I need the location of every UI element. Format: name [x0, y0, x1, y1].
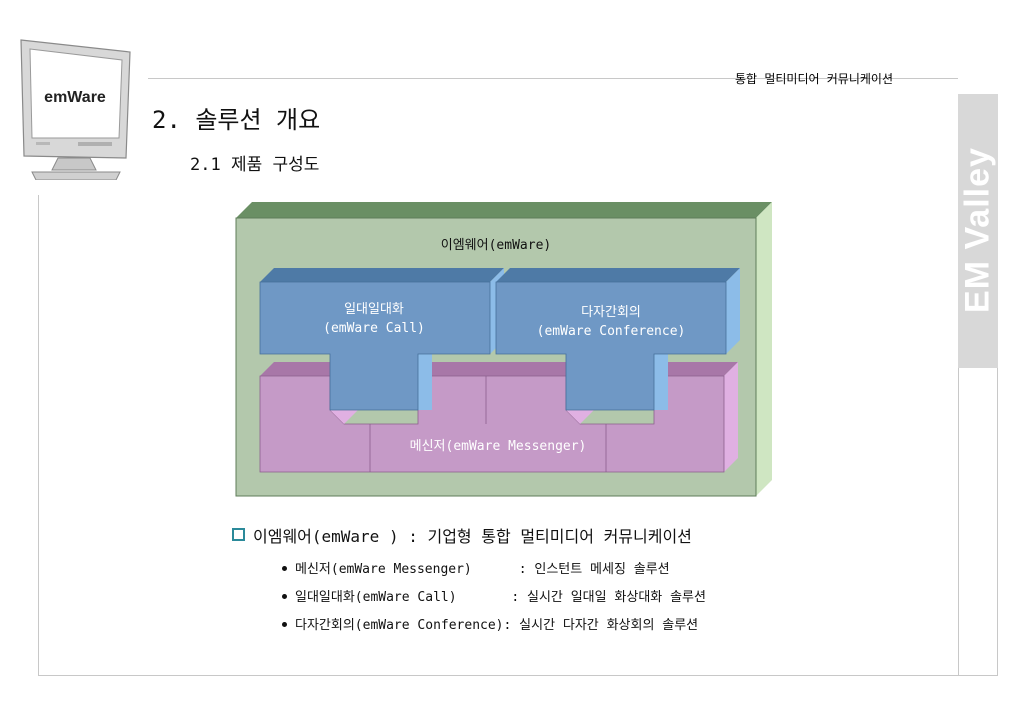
monitor-icon: emWare [20, 39, 131, 181]
bullet-dot-icon [282, 594, 287, 599]
conference-block [495, 268, 740, 411]
conference-label-line1: 다자간회의 [581, 305, 641, 320]
feature-item-call: 일대일대화(emWare Call) : 실시간 일대일 화상대화 솔루션 [282, 586, 706, 605]
monitor-logo: emWare [18, 38, 136, 184]
outer-box-top [236, 202, 772, 218]
frame-bottom-border [38, 675, 998, 676]
feature-item-messenger: 메신저(emWare Messenger) : 인스턴트 메세징 솔루션 [282, 558, 670, 577]
call-label-line1: 일대일대화 [344, 302, 404, 317]
feature-name: 메신저(emWare Messenger) [295, 562, 504, 577]
square-bullet-icon [232, 528, 245, 541]
summary-line: 이엠웨어(emWare ) : 기업형 통합 멀티미디어 커뮤니케이션 [232, 523, 692, 547]
subsection-title: 2.1 제품 구성도 [190, 155, 320, 175]
bullet-dot-icon [282, 622, 287, 627]
header-title: 통합 멀티미디어 커뮤니케이션 [735, 72, 893, 86]
messenger-label: 메신저(emWare Messenger) [410, 439, 587, 454]
feature-desc: : 실시간 다자간 화상회의 솔루션 [503, 618, 699, 633]
brand-sidebar [958, 94, 998, 368]
outer-box-side [756, 202, 772, 496]
product-diagram: 이엠웨어(emWare) 메신저(emWare Messenger) 일대일대화… [230, 200, 780, 504]
feature-name: 일대일대화(emWare Call) [295, 590, 496, 605]
brand-vertical-text: EM Valley [958, 147, 997, 313]
feature-item-conference: 다자간회의(emWare Conference): 실시간 다자간 화상회의 솔… [282, 614, 698, 633]
summary-text: 이엠웨어(emWare ) : 기업형 통합 멀티미디어 커뮤니케이션 [253, 527, 692, 546]
feature-name: 다자간회의(emWare Conference) [295, 618, 504, 633]
bullet-dot-icon [282, 566, 287, 571]
feature-desc: : 인스턴트 메세징 솔루션 [518, 562, 670, 577]
logo-text: emWare [44, 89, 106, 106]
frame-left-border [38, 195, 39, 675]
outer-box-label: 이엠웨어(emWare) [441, 238, 551, 253]
section-title: 2. 솔루션 개요 [152, 106, 321, 134]
call-label-line2: (emWare Call) [323, 321, 425, 336]
conference-label-line2: (emWare Conference) [537, 324, 686, 339]
sidebar-border [958, 368, 959, 675]
feature-desc: : 실시간 일대일 화상대화 솔루션 [511, 590, 706, 605]
sidebar-right-border [997, 368, 998, 675]
messenger-block [259, 362, 738, 473]
header-divider [148, 78, 958, 79]
